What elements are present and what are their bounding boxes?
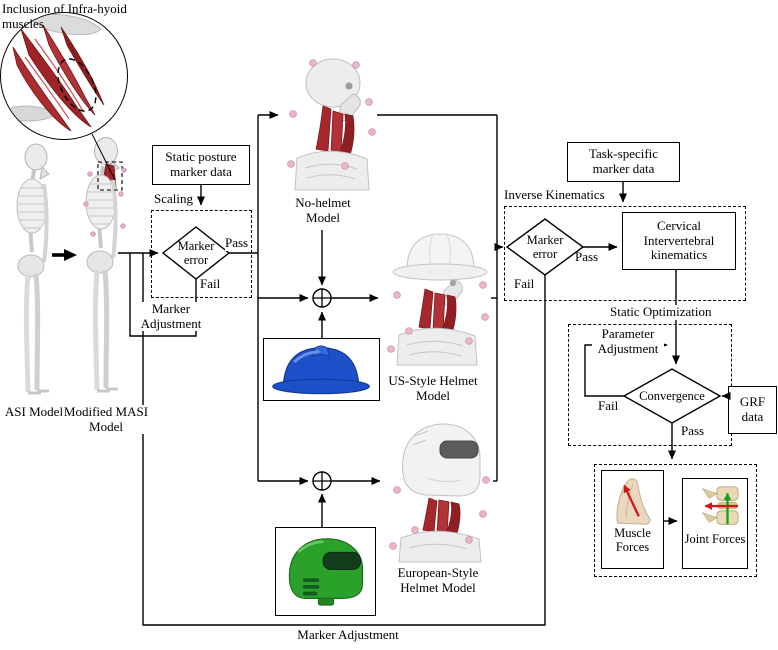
blue-helmet-box — [263, 338, 380, 401]
infrahyoid-muscle-illustration — [2, 13, 105, 132]
euro-helmet-model-image — [385, 412, 495, 564]
masi-skeleton-image — [66, 134, 140, 406]
convergence-pass-label: Pass — [681, 423, 705, 439]
parameter-adjustment-label: Parameter Adjustment — [592, 326, 664, 357]
us-helmet-model-image — [383, 227, 493, 369]
muscle-forces-image — [616, 478, 650, 525]
grf-data-box: GRF data — [728, 386, 777, 434]
joint-forces-box: Joint Forces — [682, 478, 748, 569]
no-helmet-model-label: No-helmet Model — [295, 195, 351, 225]
joint-forces-label: Joint Forces — [684, 532, 746, 546]
convergence-label: Convergence — [639, 389, 705, 403]
green-helmet-box — [275, 527, 376, 616]
so-dashed-region — [568, 324, 732, 446]
asi-skeleton-image — [2, 142, 62, 404]
ik-pass-label: Pass — [575, 249, 599, 264]
muscle-forces-box: Muscle Forces — [601, 470, 664, 569]
ik-section-label: Inverse Kinematics — [504, 187, 605, 202]
blue-helmet-image — [271, 344, 370, 394]
us-helmet-model-label: US-Style Helmet Model — [388, 373, 478, 403]
task-specific-marker-data-box: Task-specific marker data — [567, 142, 680, 182]
static-posture-marker-data-box: Static posture marker data — [152, 145, 250, 185]
infrahyoid-inset-image — [0, 12, 128, 140]
sum-junction-upper-icon — [312, 288, 332, 308]
ik-fail-label: Fail — [514, 276, 535, 291]
ik-marker-error-label: Marker error — [526, 233, 564, 262]
joint-forces-image — [701, 486, 739, 525]
scaling-marker-error-label: Marker error — [177, 239, 215, 268]
results-dashed-region — [594, 464, 757, 577]
euro-helmet-model-label: European-Style Helmet Model — [397, 565, 479, 595]
scaling-fail-label: Fail — [200, 276, 221, 291]
masi-model-label: Modified MASI Model — [62, 404, 150, 435]
muscle-forces-label: Muscle Forces — [614, 526, 651, 555]
scaling-marker-adjustment-label: Marker Adjustment — [135, 301, 207, 332]
inset-caption: Inclusion of Infra-hyoid muscles — [2, 1, 127, 31]
cervical-kinematics-box: Cervical Intervertebral kinematics — [622, 212, 736, 270]
green-helmet-image — [288, 538, 363, 606]
scaling-section-label: Scaling — [154, 191, 193, 206]
bottom-marker-adjustment-label: Marker Adjustment — [292, 627, 404, 643]
no-helmet-model-image — [283, 56, 377, 194]
convergence-fail-label: Fail — [598, 398, 619, 414]
scaling-pass-label: Pass — [225, 235, 249, 251]
sum-junction-lower-icon — [312, 471, 332, 491]
asi-model-label: ASI Model — [4, 404, 64, 419]
so-section-label: Static Optimization — [610, 304, 712, 320]
